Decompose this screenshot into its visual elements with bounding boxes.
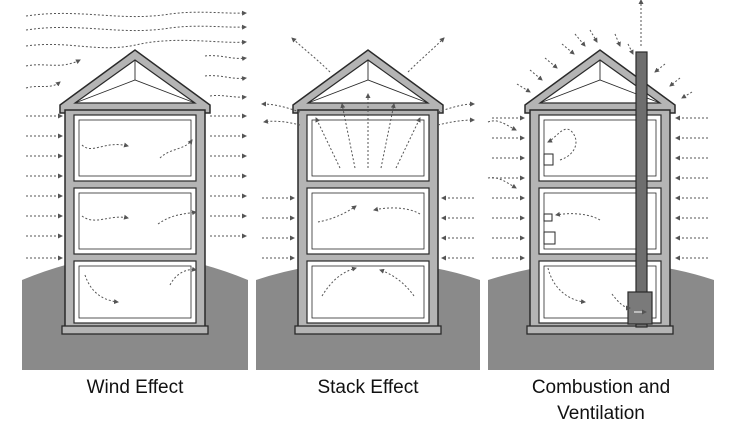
stack-inflow-arrows (262, 195, 474, 297)
wind-house (59, 49, 211, 335)
wind-interior-arrows (81, 139, 197, 305)
caption-stack-effect: Stack Effect (317, 377, 419, 398)
caption-combustion-line2: Ventilation (557, 403, 645, 424)
stack-effect-panel (256, 37, 480, 370)
stack-house (292, 49, 444, 335)
wind-wind-arrows (25, 10, 247, 261)
combustion-interior-arrows (547, 128, 631, 311)
caption-wind-effect: Wind Effect (86, 377, 184, 398)
combustion-house (524, 49, 676, 335)
combustion-inflow-arrows (487, 29, 708, 261)
exhaust-fans (543, 153, 556, 245)
chimney-flue (627, 51, 653, 328)
wind-effect-panel (22, 10, 248, 370)
combustion-ventilation-panel (487, 0, 714, 370)
stack-outflow-arrows (261, 37, 475, 169)
caption-combustion-line1: Combustion and (531, 377, 671, 398)
